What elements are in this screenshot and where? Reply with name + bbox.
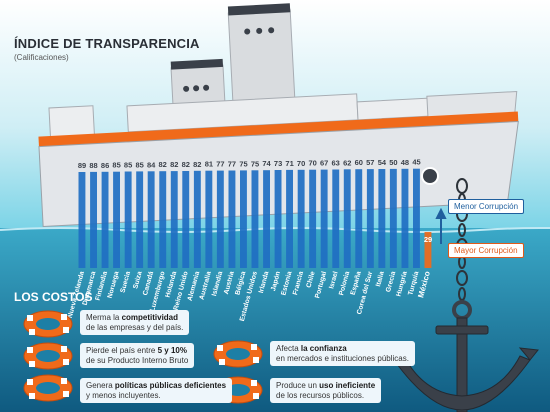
bar (343, 169, 351, 268)
bar-value-label: 81 (205, 160, 213, 169)
bar (193, 170, 201, 268)
bar (124, 171, 132, 268)
bar (159, 171, 167, 268)
bar-category-label: Chile (306, 271, 317, 289)
bar (355, 169, 363, 268)
bar (286, 169, 293, 268)
bar (240, 170, 247, 268)
bar (413, 168, 420, 268)
bar-value-label: 82 (170, 160, 178, 169)
life-ring-icon (213, 340, 263, 368)
bar (309, 169, 317, 268)
corruption-arrow (435, 207, 447, 244)
bar-value-label: 50 (389, 158, 397, 167)
bar-value-label: 70 (309, 159, 317, 168)
bar-value-label: 75 (251, 159, 259, 168)
bar (170, 171, 178, 268)
bar-value-label: 85 (124, 161, 132, 170)
bar-value-label: 67 (320, 159, 328, 168)
bar-value-label: 54 (378, 158, 387, 167)
bar (182, 171, 190, 268)
bar (332, 169, 340, 268)
bar-value-label: 45 (412, 158, 420, 167)
bar-value-label: 85 (136, 160, 144, 169)
bar-value-label: 85 (112, 161, 120, 170)
bar (90, 171, 97, 268)
bar-value-label: 60 (355, 158, 363, 167)
chart-title: ÍNDICE DE TRANSPARENCIA (14, 36, 200, 51)
bar (136, 171, 144, 268)
bar-category-label: Suiza (132, 271, 143, 290)
bar (366, 169, 374, 268)
bar-value-label: 77 (216, 160, 224, 169)
bar (78, 172, 86, 268)
bar-value-label: 63 (332, 159, 340, 168)
bar-value-label: 82 (193, 160, 201, 169)
bar (147, 171, 155, 268)
bar-category-label: Italia (375, 271, 386, 288)
bar-value-label: 57 (366, 158, 374, 167)
bar-value-label: 74 (262, 159, 271, 168)
bar-value-label: 62 (343, 158, 351, 167)
bar (205, 170, 213, 268)
bar-value-label: 82 (159, 160, 167, 169)
bar-value-label: 82 (182, 160, 190, 169)
bar (101, 171, 109, 268)
bar-category-label: Japón (270, 271, 282, 292)
life-ring-icon (23, 374, 73, 402)
legend-max-label: Mayor Corrupción (448, 243, 524, 258)
bar (297, 169, 305, 268)
bar-value-label: 29 (424, 235, 432, 244)
bar (401, 168, 409, 268)
chart-subtitle: (Calificaciones) (14, 53, 69, 62)
bar-category-label: Israel (328, 271, 339, 290)
bar-value-label: 77 (228, 160, 236, 169)
bar-value-label: 73 (274, 159, 282, 168)
bar (263, 170, 270, 268)
bar-value-label: 70 (297, 159, 305, 168)
bar-value-label: 89 (78, 161, 86, 170)
bar (216, 170, 224, 268)
bar-value-label: 84 (147, 160, 156, 169)
bar-value-label: 88 (89, 161, 97, 170)
bar (378, 169, 386, 268)
bar (424, 232, 432, 268)
bar (274, 170, 282, 268)
costs-title: LOS COSTOS (14, 290, 93, 304)
bar-value-label: 75 (239, 159, 247, 168)
bar (320, 169, 328, 268)
hull-stripe (38, 111, 519, 147)
bar-value-label: 71 (285, 159, 293, 168)
life-ring-icon (23, 342, 73, 370)
bar (389, 168, 397, 268)
rear-cabin (48, 105, 95, 139)
cost-item: Pierde el país entre 5 y 10%de su Produc… (80, 343, 195, 368)
bar (251, 170, 259, 268)
bar-value-label: 86 (101, 161, 109, 170)
bar (113, 171, 120, 268)
bar (228, 170, 236, 268)
legend-min-label: Menor Corrupción (448, 199, 525, 214)
bar-value-label: 48 (401, 158, 409, 167)
porthole (421, 167, 439, 185)
life-ring-icon (23, 310, 73, 338)
